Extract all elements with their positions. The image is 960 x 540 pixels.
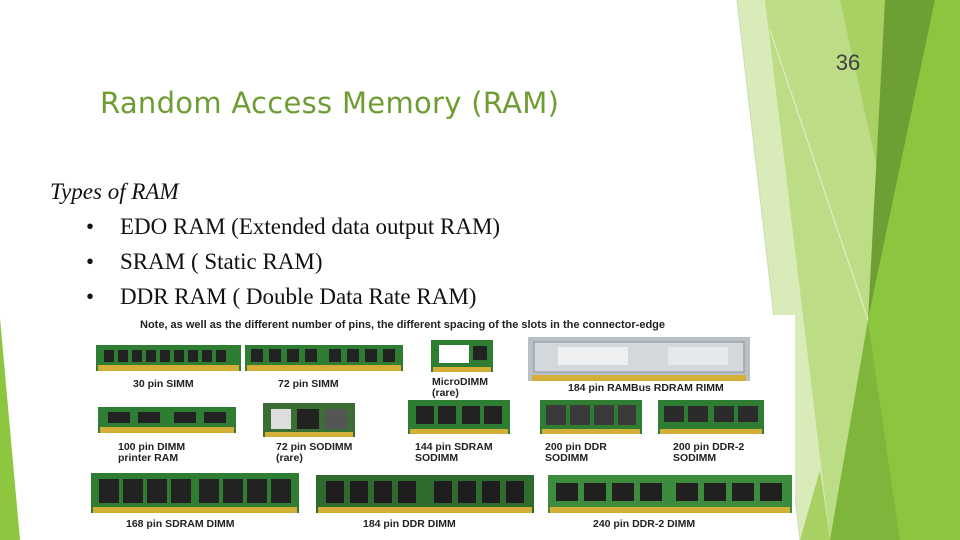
bullet-item: • EDO RAM (Extended data output RAM) bbox=[86, 209, 500, 244]
module-label: 168 pin SDRAM DIMM bbox=[126, 518, 235, 530]
module-label: 240 pin DDR-2 DIMM bbox=[593, 518, 696, 530]
module-label: 30 pin SIMM bbox=[133, 378, 194, 390]
ram-module-image bbox=[316, 475, 534, 513]
ram-module-image bbox=[408, 400, 510, 434]
bullet-list: • EDO RAM (Extended data output RAM) • S… bbox=[50, 209, 500, 314]
ram-module-image bbox=[91, 473, 299, 513]
ram-module-image bbox=[548, 475, 792, 513]
module-sublabel: (rare) bbox=[432, 387, 459, 399]
ram-module-image bbox=[98, 407, 236, 433]
bullet-text: SRAM ( Static RAM) bbox=[120, 249, 323, 274]
slide-number: 36 bbox=[835, 50, 861, 75]
body-text: Types of RAM • EDO RAM (Extended data ou… bbox=[50, 174, 500, 314]
bullet-item: • SRAM ( Static RAM) bbox=[86, 244, 500, 279]
figure-caption: Note, as well as the different number of… bbox=[140, 319, 666, 331]
module-label: 100 pin DIMM bbox=[118, 441, 186, 453]
module-label: 200 pin DDR-2 bbox=[673, 441, 745, 453]
ram-module-image bbox=[528, 337, 750, 381]
module-label: 184 pin RAMBus RDRAM RIMM bbox=[568, 382, 724, 394]
module-label: MicroDIMM bbox=[432, 376, 488, 388]
module-label: 200 pin DDR bbox=[545, 441, 607, 453]
module-sublabel: printer RAM bbox=[118, 452, 179, 464]
ram-module-image bbox=[658, 400, 764, 434]
intro-text: Types of RAM bbox=[50, 179, 179, 204]
ram-modules-figure: Note, as well as the different number of… bbox=[88, 315, 795, 531]
bullet-icon: • bbox=[86, 284, 95, 309]
module-sublabel: SODIMM bbox=[673, 452, 717, 464]
bullet-item: • DDR RAM ( Double Data Rate RAM) bbox=[86, 279, 500, 314]
module-sublabel: (rare) bbox=[276, 452, 303, 464]
module-label: 184 pin DDR DIMM bbox=[363, 518, 456, 530]
ram-module-image bbox=[96, 345, 241, 371]
ram-module-image bbox=[540, 400, 642, 434]
module-sublabel: SODIMM bbox=[545, 452, 589, 464]
ram-module-image bbox=[245, 345, 403, 371]
bullet-icon: • bbox=[86, 214, 95, 239]
ram-module-image bbox=[263, 403, 355, 437]
module-label: 72 pin SODIMM bbox=[276, 441, 353, 453]
bullet-icon: • bbox=[86, 249, 95, 274]
slide-title: Random Access Memory (RAM) bbox=[100, 86, 560, 120]
ram-module-image bbox=[431, 340, 493, 372]
bullet-text: EDO RAM (Extended data output RAM) bbox=[120, 214, 501, 239]
module-label: 144 pin SDRAM bbox=[415, 441, 493, 453]
module-label: 72 pin SIMM bbox=[278, 378, 339, 390]
bullet-text: DDR RAM ( Double Data Rate RAM) bbox=[120, 284, 477, 309]
module-sublabel: SODIMM bbox=[415, 452, 459, 464]
